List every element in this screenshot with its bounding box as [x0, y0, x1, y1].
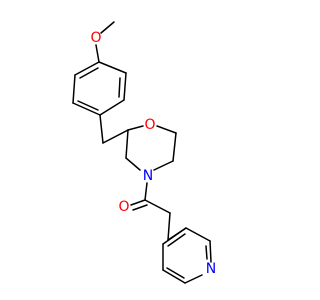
bond [153, 160, 174, 171]
bond [205, 245, 208, 260]
bond [72, 74, 76, 104]
atom-label-carbonyl-oxygen: O [118, 199, 129, 215]
molecule-structure: O O N O N [72, 21, 216, 284]
atom-label-morpholine-nitrogen: N [143, 168, 153, 184]
bond [127, 125, 144, 131]
bond [167, 212, 171, 241]
bond [144, 199, 171, 214]
bond [172, 132, 177, 162]
bond [130, 199, 146, 206]
bond [144, 182, 148, 201]
bond [162, 269, 186, 284]
atom-label-pyridine-nitrogen: N [206, 261, 216, 277]
bond [95, 44, 100, 63]
bond [123, 72, 127, 101]
bond [74, 61, 100, 76]
bond-lines [72, 21, 212, 284]
bond [118, 77, 121, 98]
bond [98, 61, 127, 74]
bond [79, 67, 99, 79]
atom-label-methoxy-oxygen: O [90, 30, 101, 46]
bond [185, 227, 211, 242]
atom-label-morpholine-oxygen: O [144, 117, 155, 133]
bond [162, 227, 187, 245]
bond [125, 157, 141, 171]
bond [100, 21, 115, 34]
bond [72, 102, 101, 116]
bond [99, 114, 104, 144]
bond [99, 99, 125, 116]
bond [166, 267, 185, 279]
bond [102, 129, 129, 144]
atom-labels: O O N O N [90, 30, 216, 277]
bond [125, 129, 129, 159]
bond [167, 233, 186, 247]
bond [132, 204, 148, 211]
bond [184, 274, 203, 284]
bond [209, 240, 212, 263]
bond [156, 125, 177, 134]
bond [77, 100, 99, 111]
